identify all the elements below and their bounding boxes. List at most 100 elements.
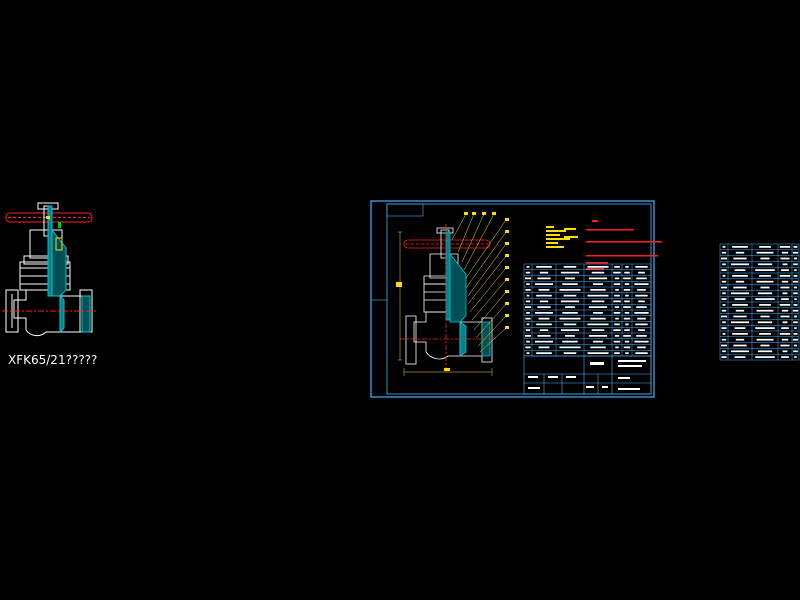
table-cell-mark [721,269,727,271]
table-cell-mark [721,327,727,329]
table-cell-mark [537,335,551,337]
table-cell-mark [623,346,631,349]
table-cell-mark [794,298,797,300]
table-cell-mark [721,338,727,341]
table-cell-mark [733,315,747,318]
sheet-title-block-text [528,360,646,390]
table-cell-mark [721,315,727,318]
table-cell-mark [563,266,577,268]
table-cell-mark [755,356,775,358]
table-cell-mark [721,298,727,300]
table-cell-mark [733,286,747,289]
table-cell-mark [536,294,552,297]
table-cell-mark [613,283,621,285]
table-cell-mark [613,312,621,314]
table-cell-mark [624,271,630,274]
table-cell-mark [721,309,727,312]
sheet-parts-list [523,263,652,357]
table-cell-mark [624,300,630,303]
table-cell-mark [760,257,770,260]
table-cell-mark [722,292,726,295]
table-cell-mark [721,257,727,260]
table-cell-mark [537,306,551,308]
sheet-valve-section [396,212,509,376]
table-cell-mark [587,352,609,354]
table-cell-mark [563,352,577,354]
right-parts-table [719,243,800,361]
table-cell-mark [615,289,619,291]
table-cell-mark [525,346,531,349]
table-cell-mark [734,356,746,358]
left-valve-view [2,202,96,337]
table-cell-mark [636,335,647,337]
drawing-sheet [370,200,662,398]
table-cell-mark [637,317,646,320]
table-cell-mark [565,306,575,308]
table-cell-mark [539,300,549,303]
table-cell-mark [722,350,726,353]
table-cell-mark [722,246,726,248]
table-cell-mark [780,315,790,318]
table-cell-mark [615,346,619,349]
table-cell-mark [757,292,773,295]
table-cell-mark [794,327,797,329]
table-cell-mark [756,338,774,341]
sheet-title-block [523,355,652,395]
table-cell-mark [535,340,553,343]
table-cell-mark [793,333,798,335]
table-cell-mark [526,283,530,285]
table-cell-mark [722,321,726,324]
table-cell-mark [635,352,648,354]
table-cell-mark [625,294,629,297]
table-cell-mark [526,352,530,354]
table-cell-mark [587,294,609,297]
table-cell-mark [526,340,530,343]
table-cell-mark [780,286,790,289]
table-cell-mark [634,283,649,285]
table-cell-mark [565,277,575,280]
table-cell-mark [792,251,799,254]
table-cell-mark [593,283,603,285]
table-cell-mark [755,298,775,300]
table-cell-mark [721,251,727,254]
table-cell-mark [721,356,727,358]
table-cell-mark [614,306,620,308]
table-cell-mark [756,280,774,283]
table-cell-mark [538,346,550,349]
table-cell-mark [560,329,580,331]
left-detail-marks [46,216,63,251]
table-cell-mark [757,350,773,353]
table-cell-mark [536,266,552,268]
table-cell-mark [779,246,791,248]
table-cell-mark [526,323,530,326]
table-cell-mark [733,257,747,260]
table-cell-mark [525,317,531,320]
table-cell-mark [625,323,629,326]
table-cell-mark [755,327,775,329]
table-cell-mark [625,352,629,354]
table-cell-mark [779,333,791,335]
table-cell-mark [590,346,606,349]
table-cell-mark [722,275,726,277]
table-cell-mark [734,298,746,300]
table-cell-mark [735,280,745,283]
table-cell-mark [759,246,771,248]
table-cell-mark [793,275,798,277]
sheet-corner-block [386,203,424,217]
table-cell-mark [624,312,630,314]
table-cell-mark [565,335,575,337]
table-cell-mark [525,329,531,331]
left-valve-caption: XFK65/21????? [8,353,98,367]
table-cell-mark [734,269,746,271]
table-cell-mark [722,263,726,266]
table-cell-mark [614,323,620,326]
table-cell-mark [793,257,798,260]
table-cell-mark [525,300,531,303]
table-cell-mark [731,321,749,324]
table-cell-mark [591,271,605,274]
table-cell-mark [755,269,775,271]
table-cell-mark [624,283,630,285]
table-cell-mark [526,294,530,297]
table-cell-mark [721,344,727,347]
table-cell-mark [781,298,789,300]
